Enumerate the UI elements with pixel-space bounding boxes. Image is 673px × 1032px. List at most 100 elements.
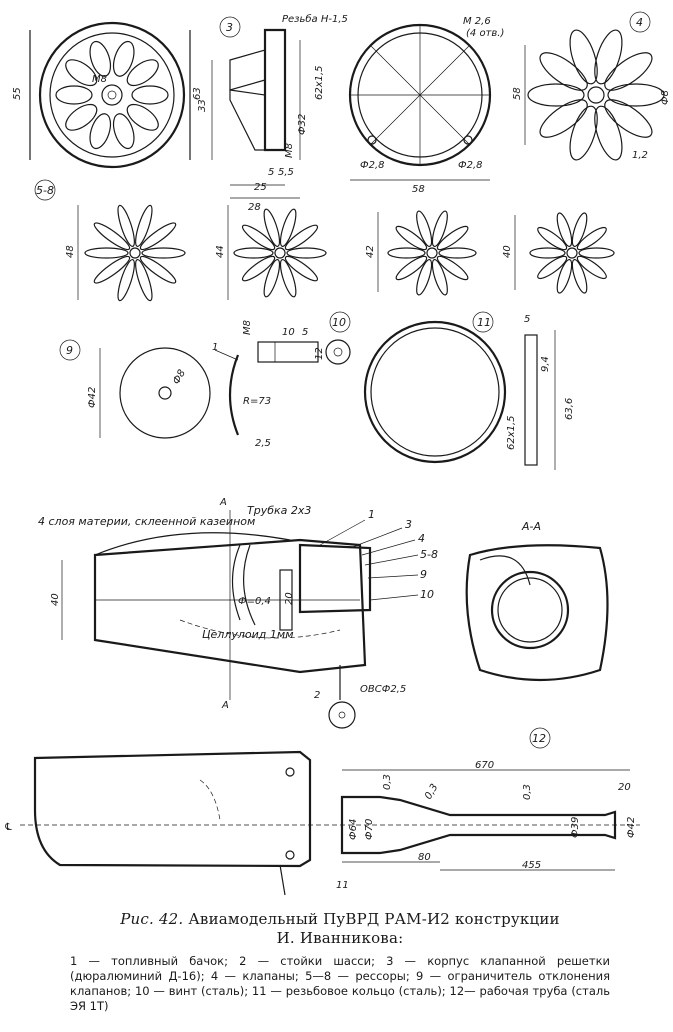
dim-33: 33 — [197, 99, 208, 112]
spring-arm — [436, 225, 469, 251]
springs-5-8: 5-8 48 44 42 40 — [34, 179, 615, 302]
dim-f28-a: Ф2,8 — [360, 160, 385, 171]
spring-hub — [129, 247, 141, 259]
deflection-limiter: 9 Ф42 Ф8 1 R=73 2,5 — [59, 339, 271, 449]
leader-9: 9 — [420, 568, 427, 581]
spring-hub — [566, 247, 578, 259]
spring-arm — [571, 212, 588, 248]
dim-thread: Резьба Н-1,5 — [282, 13, 348, 25]
threaded-ring-11: 11 5 9,4 63,6 62х1,5 — [363, 311, 575, 470]
spring-arm — [84, 247, 129, 259]
callout-11: 11 — [477, 316, 491, 329]
tank-assembly: 40 4 слоя материи, склеенной казеином Тр… — [38, 497, 438, 729]
spring-arm — [438, 247, 477, 259]
callout-12: 12 — [532, 732, 546, 745]
spring-arm — [117, 204, 135, 248]
dim-670: 670 — [475, 760, 494, 771]
spring-hub — [426, 247, 438, 259]
valve-petal — [527, 83, 585, 107]
centerline: ℄ — [4, 822, 13, 833]
leader-10: 10 — [420, 588, 434, 601]
dim-5-c: 5 — [524, 314, 530, 325]
dim-63: 63 — [192, 87, 203, 100]
spring-arm — [416, 210, 433, 248]
section-a-bottom: А — [221, 700, 229, 711]
spring-arm — [135, 258, 153, 302]
dim-40: 40 — [502, 245, 513, 258]
dim-9-4: 9,4 — [540, 356, 551, 372]
dim-f28-b: Ф2,8 — [458, 160, 483, 171]
dim-62x15: 62х1,5 — [314, 65, 325, 100]
grid-slot — [112, 113, 135, 150]
dim-20-b: 20 — [618, 782, 631, 793]
dim-f64: Ф64 — [348, 819, 359, 840]
dim-f04: Ф=0,4 — [238, 596, 271, 607]
dim-f70: Ф70 — [364, 819, 375, 840]
valve-petal — [604, 99, 653, 138]
dim-1: 1 — [212, 342, 218, 353]
label-tube: Трубка 2х3 — [247, 504, 311, 517]
dim-40-b: 40 — [50, 593, 61, 606]
spring-arm — [241, 255, 276, 282]
spring-hub — [274, 247, 286, 259]
spring-arm — [233, 247, 274, 259]
dim-28: 28 — [248, 202, 261, 213]
dim-455: 455 — [522, 860, 541, 871]
screw-10: 10 М8 10 5 12 — [242, 311, 351, 365]
dim-10: 10 — [282, 327, 295, 338]
dim-2: 2 — [314, 690, 320, 701]
grid-slot — [89, 40, 112, 77]
dim-20: 20 — [284, 592, 295, 605]
grid-slot — [131, 85, 169, 105]
spring-arm — [284, 255, 319, 282]
dim-5: 5 — [268, 167, 274, 178]
dim-63-6: 63,6 — [564, 398, 575, 420]
spring-arm — [284, 224, 319, 251]
dim-0-3-b: 0,3 — [423, 782, 440, 801]
grid-slot — [55, 85, 93, 105]
caption-legend: 1 — топливный бачок; 2 — стойки шасси; 3… — [70, 954, 610, 1013]
spring-arm — [537, 226, 568, 251]
dim-58: 58 — [412, 184, 425, 195]
dim-12: 12 — [314, 347, 325, 360]
dim-5-b: 5 — [302, 327, 308, 338]
spring-arm — [436, 255, 469, 281]
caption-title: Рис. 42. Авиамодельный ПуВРД РАМ-И2 конс… — [70, 910, 610, 948]
caption-title-line2: И. Иванникова: — [276, 929, 404, 947]
dim-0-3-a: 0,3 — [382, 774, 393, 790]
spring-arm — [431, 210, 448, 248]
spring-arm — [537, 255, 568, 280]
spring-arm — [431, 258, 448, 296]
spring-arm — [263, 208, 281, 248]
valve-petal — [604, 52, 653, 91]
spring-arm — [141, 247, 186, 259]
spring-arm — [416, 258, 433, 296]
dim-f42: Ф42 — [87, 387, 98, 408]
valve-petal — [607, 83, 665, 107]
grid-slot — [65, 59, 98, 87]
spring-arm — [93, 255, 131, 284]
label-celluloid: Целлулоид 1мм — [202, 628, 294, 641]
valve-petals: 4 58 Ф8 1,2 — [512, 11, 671, 161]
section-a-top: А — [219, 497, 227, 508]
spring-arm — [263, 258, 281, 298]
dim-55-small: 5,5 — [278, 167, 294, 178]
figure-label: Рис. 42. — [120, 910, 184, 928]
dim-44: 44 — [215, 245, 226, 258]
working-tube-12: 12 ℄ 670 20 Ф64 Ф70 0,3 0,3 0,3 Ф39 Ф42 … — [4, 727, 640, 896]
spring-arm — [556, 212, 573, 248]
spring-arm — [135, 204, 153, 248]
callout-9: 9 — [66, 344, 73, 357]
dim-1-2: 1,2 — [632, 150, 648, 161]
spring-arm — [139, 255, 177, 284]
dim-r73: R=73 — [243, 396, 271, 407]
section-a-a-label: А-А — [521, 520, 541, 533]
dim-25: 25 — [254, 182, 267, 193]
grid-slot — [65, 103, 98, 131]
dim-55: 55 — [12, 87, 23, 100]
caption-title-line1: Авиамодельный ПуВРД РАМ-И2 конструкции — [188, 910, 560, 928]
valve-petal — [539, 99, 588, 138]
valve-grid-front-view: 55 63 M8 — [12, 21, 203, 169]
grid-slot — [126, 103, 159, 131]
callout-10: 10 — [332, 316, 346, 329]
